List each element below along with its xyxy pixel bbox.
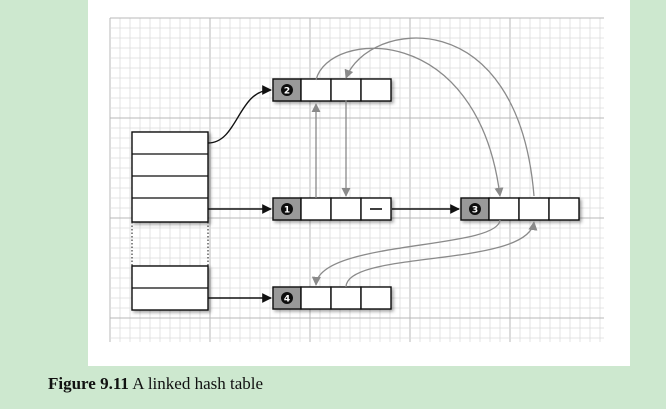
entry-3-number: 3	[472, 206, 478, 216]
figure-caption-label: Figure 9.11	[48, 374, 129, 393]
bucket-array-top	[131, 131, 209, 223]
entry-4-number: 4	[284, 295, 290, 305]
order-link-entry-3-to-entry-2	[344, 37, 535, 197]
figure-caption: Figure 9.11 A linked hash table	[48, 374, 263, 394]
entry-4: 4	[272, 286, 392, 310]
bucket-links	[207, 85, 460, 303]
bucket-array-bottom	[131, 265, 209, 311]
entry-2-number: 2	[284, 87, 290, 97]
bucket-array	[131, 131, 209, 311]
bucket-link-to-entry-2	[207, 85, 272, 144]
linked-hash-table-diagram: 1 2 3 4	[109, 17, 604, 342]
insertion-order-links	[311, 37, 538, 288]
entries: 1 2 3 4	[272, 78, 580, 310]
entry-3: 3	[460, 197, 580, 221]
entry-2: 2	[272, 78, 392, 102]
entry-1: 1	[272, 197, 392, 221]
order-link-entry-2-to-entry-3	[315, 47, 504, 197]
order-link-entry-4-to-entry-3	[345, 221, 538, 288]
entry-1-number: 1	[284, 206, 290, 216]
figure-caption-text: A linked hash table	[132, 374, 264, 393]
figure-panel: 1 2 3 4	[88, 0, 630, 366]
order-link-entry-3-to-entry-4	[311, 219, 501, 286]
